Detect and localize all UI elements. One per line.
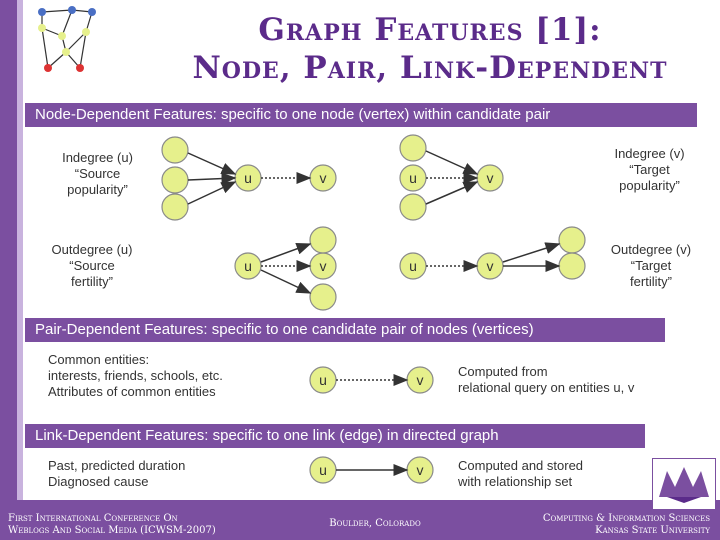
page-title-line2: Node, Pair, Link-Dependent: [192, 50, 668, 86]
target-node: [309, 283, 337, 311]
node-v-letter: v: [320, 170, 327, 186]
node-v-letter: v: [320, 258, 327, 274]
target-node: [309, 226, 337, 254]
node-v-letter: v: [487, 170, 494, 186]
footer-bar: [0, 500, 720, 540]
link-dependent-heading: Link-Dependent Features: specific to one…: [25, 424, 645, 448]
common-entities-label: Common entities:interests, friends, scho…: [48, 352, 223, 399]
sidebar-stripe-light: [17, 0, 23, 540]
node-u-letter: u: [409, 170, 417, 186]
node-u-letter: u: [409, 258, 417, 274]
node-u-letter: u: [319, 462, 327, 478]
node-v-letter: v: [417, 462, 424, 478]
source-node: [399, 134, 427, 162]
page-title-line1: Graph Features [1]:: [258, 12, 602, 48]
source-node: [161, 136, 189, 164]
source-node: [161, 193, 189, 221]
footer-location: Boulder, Colorado: [329, 518, 421, 529]
sidebar-stripe: [0, 0, 17, 540]
wildcat-logo-icon: [652, 458, 716, 510]
node-u-letter: u: [244, 258, 252, 274]
node-u-letter: u: [319, 372, 327, 388]
target-node: [558, 226, 586, 254]
source-node: [161, 166, 189, 194]
node-v-letter: v: [417, 372, 424, 388]
pair-dependent-heading: Pair-Dependent Features: specific to one…: [25, 318, 665, 342]
node-dependent-heading: Node-Dependent Features: specific to one…: [25, 103, 697, 127]
graph-logo-icon: [38, 6, 96, 72]
target-node: [558, 252, 586, 280]
source-node: [399, 193, 427, 221]
node-u-letter: u: [244, 170, 252, 186]
node-v-letter: v: [487, 258, 494, 274]
